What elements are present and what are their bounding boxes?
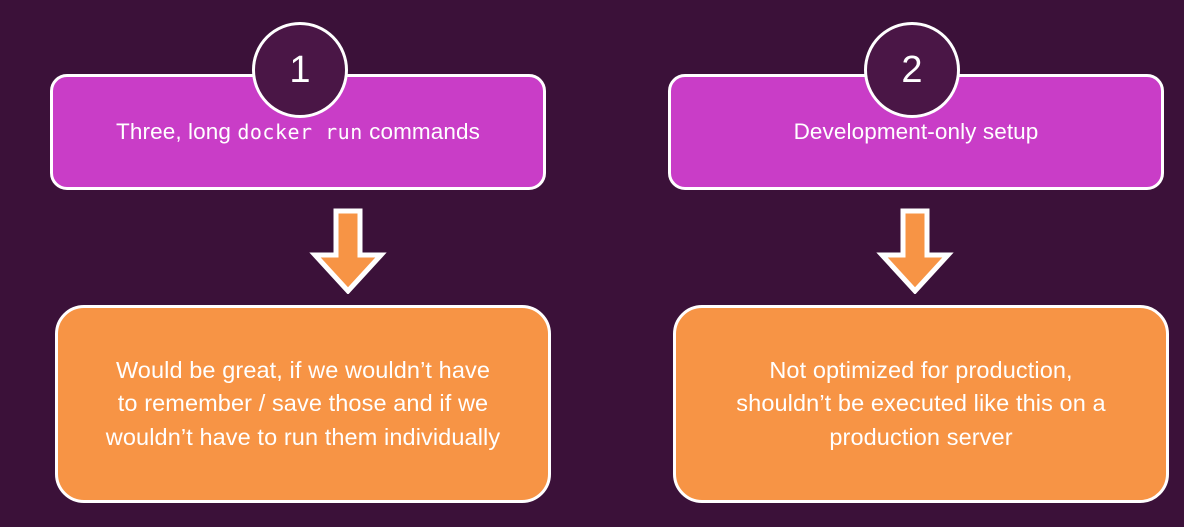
diagram-column-2: Development-only setup 2 Not optimized f… [668,0,1180,527]
body-text-2: Not optimized for production, shouldn’t … [736,354,1105,454]
body-line: shouldn’t be executed like this on a [736,390,1106,417]
body-line: wouldn’t have to run them individually [105,423,501,450]
body-line: Would be great, if we wouldn’t have [115,356,491,383]
header-text-2: Development-only setup [794,118,1039,146]
body-box-2: Not optimized for production, shouldn’t … [673,305,1169,503]
step-badge-number-2: 2 [901,49,923,91]
body-box-1: Would be great, if we wouldn’t have to r… [55,305,551,503]
header-text-before-1: Three, long [116,118,238,144]
header-text-1: Three, long docker run commands [116,118,480,146]
header-text-after-1: commands [362,118,480,144]
body-line: production server [829,423,1013,450]
inline-code-docker-run: docker run [237,119,363,144]
step-badge-number-1: 1 [289,49,311,91]
step-badge-1: 1 [252,22,348,118]
body-line: to remember / save those and if we [117,390,489,417]
step-badge-2: 2 [864,22,960,118]
body-line: Not optimized for production, [769,356,1073,383]
arrow-down-icon-2 [876,208,954,294]
diagram-column-1: Three, long docker run commands 1 Would … [50,0,562,527]
body-text-1: Would be great, if we wouldn’t have to r… [106,354,500,454]
header-text-before-2: Development-only setup [793,118,1039,144]
arrow-down-icon-1 [309,208,387,294]
